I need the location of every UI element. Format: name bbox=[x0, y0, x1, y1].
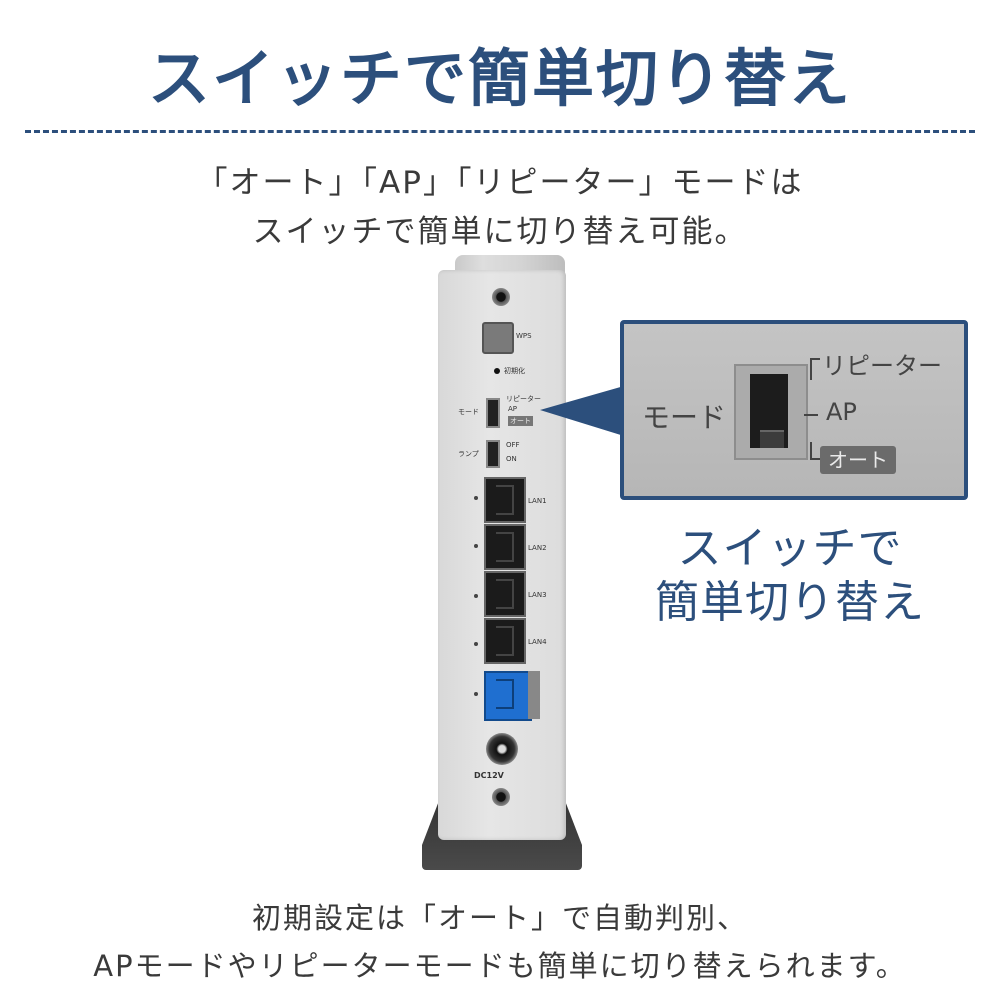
lamp-label: ランプ bbox=[458, 450, 479, 458]
wan-tag bbox=[528, 671, 540, 719]
mode-switch bbox=[486, 398, 500, 428]
bracket-mid bbox=[804, 414, 818, 416]
lan-led bbox=[474, 544, 478, 548]
bracket-bottom bbox=[810, 442, 820, 460]
lan-port bbox=[484, 524, 526, 570]
dc-label: DC12V bbox=[474, 771, 504, 780]
reset-hole bbox=[494, 368, 500, 374]
zoom-callout: モード リピーター AP オート bbox=[620, 320, 968, 500]
caption-line-1: スイッチで bbox=[677, 523, 903, 574]
caption-line-2: 簡単切り替え bbox=[655, 577, 925, 628]
bracket-top bbox=[810, 358, 820, 380]
lan2-label: LAN2 bbox=[528, 544, 547, 552]
lan-led bbox=[474, 642, 478, 646]
dashed-divider bbox=[25, 130, 975, 133]
wps-button bbox=[482, 322, 514, 354]
dc-jack-icon bbox=[486, 733, 518, 765]
wps-label: WPS bbox=[516, 332, 532, 340]
lamp-off-label: OFF bbox=[506, 441, 520, 449]
mode-repeater-label: リピーター bbox=[506, 395, 541, 403]
zoom-auto-badge: オート bbox=[820, 446, 896, 474]
intro-line-2: スイッチで簡単に切り替え可能。 bbox=[252, 214, 748, 250]
lamp-switch bbox=[486, 440, 500, 468]
wan-port bbox=[484, 671, 532, 721]
outro-line-1: 初期設定は「オート」で自動判別、 bbox=[251, 901, 748, 935]
lan-port bbox=[484, 571, 526, 617]
lan4-label: LAN4 bbox=[528, 638, 547, 646]
zoom-mode-switch bbox=[750, 374, 788, 448]
outro-line-2: APモードやリピーターモードも簡単に切り替えられます。 bbox=[93, 949, 907, 983]
lan-port bbox=[484, 618, 526, 664]
zoom-switch-frame bbox=[734, 364, 808, 460]
zoom-repeater-label: リピーター bbox=[822, 352, 942, 380]
lan-port bbox=[484, 477, 526, 523]
screw-icon bbox=[492, 288, 510, 306]
lamp-on-label: ON bbox=[506, 455, 517, 463]
screw-icon bbox=[492, 788, 510, 806]
intro-line-1: 「オート」「AP」「リピーター」モードは bbox=[196, 165, 804, 201]
mode-ap-label: AP bbox=[508, 405, 518, 413]
mode-auto-label: オート bbox=[508, 416, 533, 426]
zoom-mode-label: モード bbox=[642, 401, 727, 434]
lan1-label: LAN1 bbox=[528, 497, 547, 505]
lan-led bbox=[474, 496, 478, 500]
headline: スイッチで簡単切り替え bbox=[147, 42, 852, 115]
zoom-switch-knob bbox=[760, 430, 784, 448]
init-label: 初期化 bbox=[504, 367, 525, 375]
wan-led bbox=[474, 692, 478, 696]
zoom-ap-label: AP bbox=[826, 398, 857, 426]
lan-led bbox=[474, 594, 478, 598]
lan3-label: LAN3 bbox=[528, 591, 547, 599]
mode-label: モード bbox=[458, 408, 479, 416]
